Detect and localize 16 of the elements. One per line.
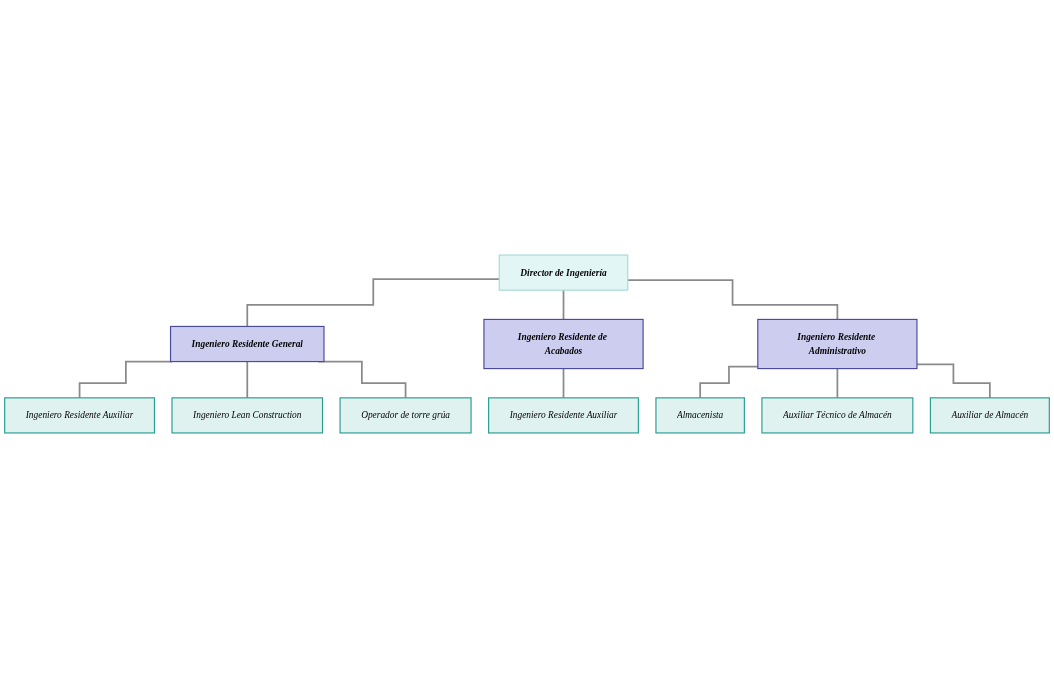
node-box: Ingeniero Residente de Acabados [483, 318, 644, 370]
node-box: Ingeniero Lean Construction [171, 397, 324, 434]
node-box: Auxiliar de Almacén [929, 397, 1050, 434]
node-box: Almacenista [655, 397, 745, 434]
node-box: Director de Ingeniería [498, 254, 629, 291]
node-box: Auxiliar Técnico de Almacén [761, 397, 914, 434]
connector [562, 367, 565, 399]
node-box: Ingeniero Residente Auxiliar [4, 397, 156, 434]
connector [916, 363, 991, 399]
node-box: Ingeniero Residente Administrativo [757, 318, 918, 370]
connector [836, 367, 839, 399]
node-box: Ingeniero Residente Auxiliar [488, 397, 639, 434]
connector [246, 360, 249, 399]
node-box: Ingeniero Residente General [169, 325, 325, 363]
connector [562, 289, 565, 321]
node-box: Operador de torre grúa [339, 397, 472, 434]
